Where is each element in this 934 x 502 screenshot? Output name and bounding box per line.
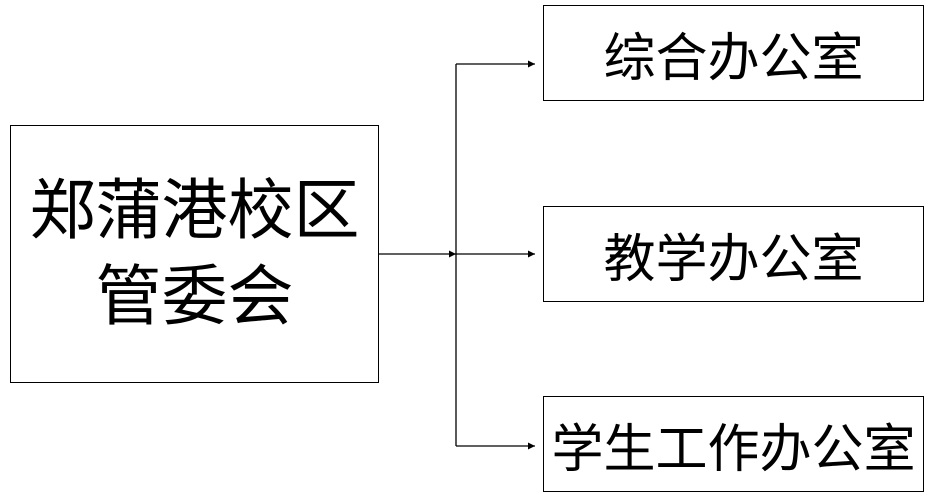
child-node-student-affairs-office: 学生工作办公室 [543,396,924,492]
root-node-line-2: 管委会 [95,258,294,335]
child-node-label: 教学办公室 [603,229,864,290]
child-node-label: 学生工作办公室 [551,419,916,480]
root-node-line-1: 郑蒲港校区 [29,172,360,249]
root-node-box: 郑蒲港校区 管委会 [10,125,379,383]
child-node-general-office: 综合办公室 [543,5,924,101]
child-node-teaching-office: 教学办公室 [543,206,924,302]
child-node-label: 综合办公室 [603,28,864,89]
